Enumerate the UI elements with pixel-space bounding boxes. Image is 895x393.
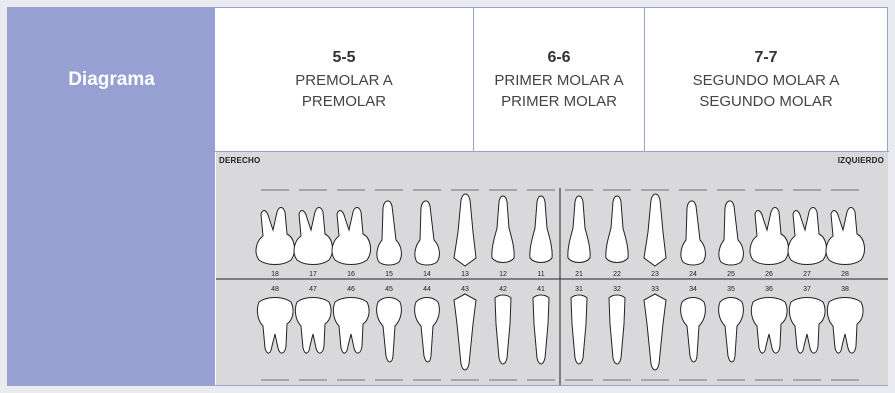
upper-tooth-number: 17 bbox=[309, 271, 317, 278]
lower-tooth-number: 34 bbox=[689, 286, 697, 293]
lower-tooth bbox=[533, 295, 549, 364]
lower-tooth bbox=[333, 298, 369, 354]
upper-tooth-number: 16 bbox=[347, 271, 355, 278]
upper-tooth-number: 18 bbox=[271, 271, 279, 278]
upper-tooth-number: 24 bbox=[689, 271, 697, 278]
column-code: 5-5 bbox=[332, 47, 355, 68]
lower-tooth bbox=[609, 295, 625, 364]
column-second-molar: 7-7 SEGUNDO MOLAR A SEGUNDO MOLAR bbox=[645, 8, 887, 151]
lower-tooth-number: 31 bbox=[575, 286, 583, 293]
upper-tooth-number: 15 bbox=[385, 271, 393, 278]
lower-tooth-number: 47 bbox=[309, 286, 317, 293]
upper-tooth bbox=[294, 208, 332, 265]
column-first-molar: 6-6 PRIMER MOLAR A PRIMER MOLAR bbox=[474, 8, 644, 151]
upper-tooth-number: 11 bbox=[537, 271, 544, 278]
teeth-diagram: 18 17 16 15 14 13 12 11 21 22 23 24 25 26 27 28 48 47 46 45… bbox=[216, 152, 888, 385]
lower-tooth-number: 38 bbox=[841, 286, 849, 293]
upper-tooth bbox=[750, 208, 788, 265]
lower-tooth bbox=[571, 295, 587, 364]
lower-tooth-number: 44 bbox=[423, 286, 431, 293]
lower-tooth-number: 46 bbox=[347, 286, 355, 293]
lower-tooth-number: 36 bbox=[765, 286, 773, 293]
upper-tooth-number: 14 bbox=[423, 271, 431, 278]
lower-tooth bbox=[789, 298, 825, 354]
upper-tooth-number: 28 bbox=[841, 271, 849, 278]
upper-tooth bbox=[788, 208, 826, 265]
lower-tooth bbox=[295, 298, 331, 354]
upper-tooth bbox=[332, 208, 370, 265]
upper-tooth bbox=[492, 196, 514, 263]
lower-tooth-number: 32 bbox=[613, 286, 621, 293]
upper-tooth bbox=[568, 196, 590, 263]
upper-tooth bbox=[415, 201, 440, 265]
upper-tooth bbox=[256, 208, 294, 265]
lower-tooth bbox=[377, 298, 402, 363]
lower-tooth bbox=[454, 294, 476, 370]
upper-tooth-number: 27 bbox=[803, 271, 811, 278]
dental-table: Diagrama 5-5 PREMOLAR A PREMOLAR 6-6 PRI… bbox=[7, 7, 888, 386]
upper-tooth-number: 26 bbox=[765, 271, 773, 278]
lower-tooth bbox=[257, 298, 293, 354]
upper-tooth-number: 22 bbox=[613, 271, 621, 278]
column-description: SEGUNDO MOLAR A SEGUNDO MOLAR bbox=[686, 70, 846, 112]
lower-tooth bbox=[719, 298, 744, 363]
lower-tooth bbox=[415, 298, 440, 363]
upper-tooth-number: 12 bbox=[499, 271, 507, 278]
upper-tooth bbox=[530, 196, 552, 263]
upper-tooth bbox=[377, 201, 402, 265]
upper-tooth-number: 21 bbox=[575, 271, 583, 278]
lower-tooth bbox=[681, 298, 706, 363]
lower-tooth-number: 33 bbox=[651, 286, 659, 293]
lower-tooth bbox=[827, 298, 863, 354]
lower-tooth-number: 45 bbox=[385, 286, 393, 293]
lower-tooth bbox=[495, 295, 511, 364]
upper-tooth-number: 25 bbox=[727, 271, 735, 278]
lower-tooth bbox=[644, 294, 666, 370]
lower-tooth-number: 48 bbox=[271, 286, 279, 293]
lower-tooth-number: 43 bbox=[461, 286, 469, 293]
column-premolar: 5-5 PREMOLAR A PREMOLAR bbox=[215, 8, 473, 151]
lower-tooth-number: 37 bbox=[803, 286, 811, 293]
column-code: 6-6 bbox=[547, 47, 570, 68]
column-code: 7-7 bbox=[754, 47, 777, 68]
column-description: PREMOLAR A PREMOLAR bbox=[264, 70, 424, 112]
row-header: Diagrama bbox=[8, 8, 215, 385]
upper-tooth bbox=[606, 196, 628, 263]
upper-tooth bbox=[454, 194, 476, 266]
column-description: PRIMER MOLAR A PRIMER MOLAR bbox=[479, 70, 639, 112]
upper-tooth bbox=[644, 194, 666, 266]
upper-tooth-number: 13 bbox=[461, 271, 469, 278]
lower-tooth-number: 42 bbox=[499, 286, 507, 293]
lower-tooth-number: 41 bbox=[537, 286, 545, 293]
upper-tooth-number: 23 bbox=[651, 271, 659, 278]
lower-tooth bbox=[751, 298, 787, 354]
upper-tooth bbox=[826, 208, 864, 265]
upper-tooth bbox=[719, 201, 744, 265]
lower-tooth-number: 35 bbox=[727, 286, 735, 293]
upper-tooth bbox=[681, 201, 706, 265]
row-label: Diagrama bbox=[8, 8, 215, 151]
